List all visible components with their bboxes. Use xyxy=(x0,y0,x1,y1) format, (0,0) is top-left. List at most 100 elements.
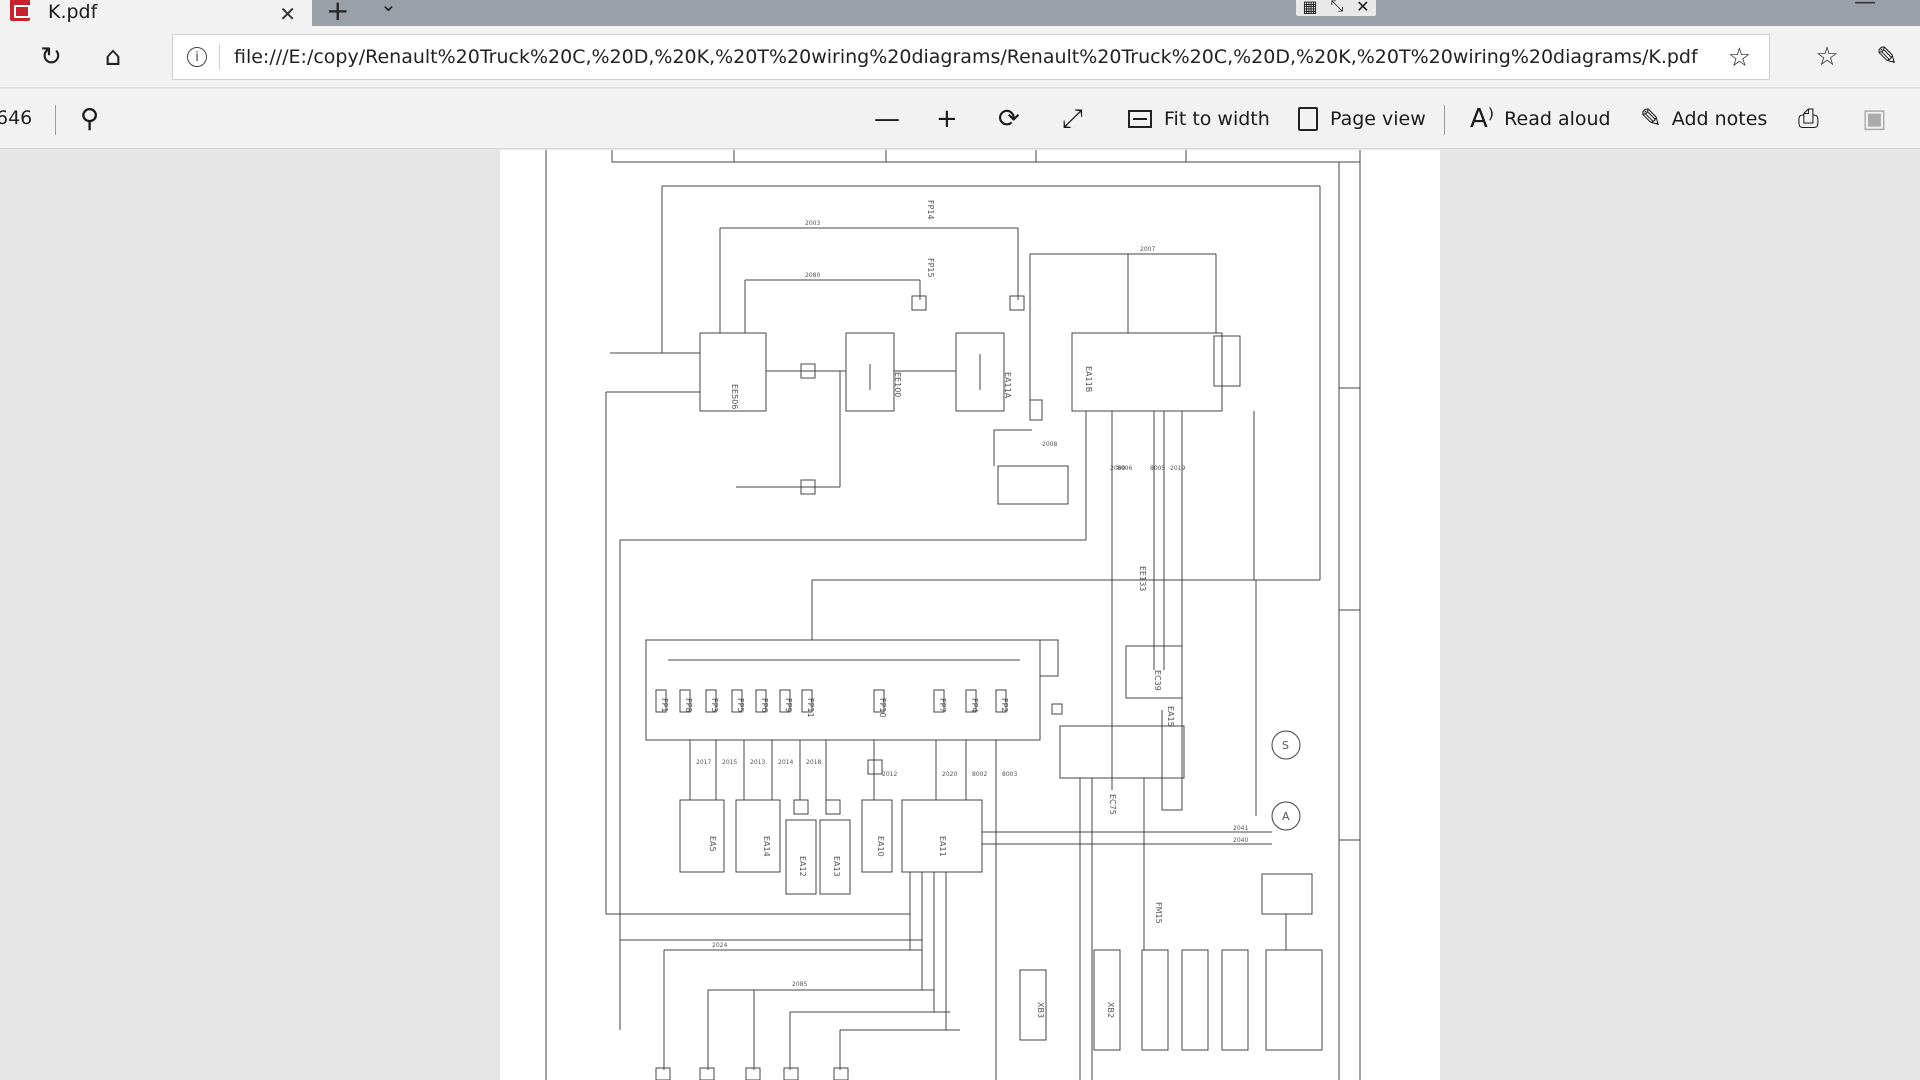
toolbar-divider xyxy=(1444,105,1445,135)
wire-label: 2007 xyxy=(1140,246,1155,253)
component-label: EA5 xyxy=(708,836,717,852)
chevron-down-icon[interactable]: ⌄ xyxy=(380,0,397,16)
fuse-label: FP4 xyxy=(970,698,979,713)
component-label: FM15 xyxy=(1154,902,1163,924)
wire-label: 2024 xyxy=(712,942,727,949)
grid-icon[interactable]: ▦ xyxy=(1302,0,1318,16)
fuse-label: FP3 xyxy=(710,698,719,713)
pen-icon: ✎ xyxy=(1640,104,1662,134)
fuse-label: FP6 xyxy=(760,698,769,713)
wire-label: 2041 xyxy=(1233,825,1248,832)
minimize-icon[interactable]: — xyxy=(1854,0,1876,15)
tab-title: K.pdf xyxy=(48,1,98,23)
wire-label: 8006 xyxy=(1117,465,1132,472)
page-view-icon xyxy=(1298,107,1318,131)
wiring-diagram: EE506EE100EA11AEA11BEE133EC39FM15EC75EA1… xyxy=(545,150,1361,1080)
read-aloud-button[interactable]: A⁾ Read aloud xyxy=(1470,101,1611,137)
motor-label: A xyxy=(1282,810,1290,823)
page-view-button[interactable]: Page view xyxy=(1298,101,1426,137)
component-label: XB2 xyxy=(1106,1002,1115,1018)
component-label: EA14 xyxy=(762,836,771,857)
full-screen-icon[interactable]: ⤢ xyxy=(1062,104,1083,134)
add-notes-button[interactable]: ✎ Add notes xyxy=(1640,101,1767,137)
address-bar[interactable]: i file:///E:/copy/Renault%20Truck%20C,%2… xyxy=(172,34,1770,80)
wire-label: 8005 xyxy=(1150,465,1165,472)
save-icon[interactable]: ▣ xyxy=(1862,104,1887,134)
read-aloud-icon: A⁾ xyxy=(1470,104,1495,134)
fit-to-width-label: Fit to width xyxy=(1164,108,1270,130)
wire-label: 2012 xyxy=(882,771,897,778)
new-tab-icon[interactable]: + xyxy=(326,0,350,26)
toolbar-divider xyxy=(55,105,56,135)
motor-label: S xyxy=(1282,739,1289,752)
fuse-label: FP9 xyxy=(784,698,793,713)
zoom-in-icon[interactable]: + xyxy=(936,104,958,134)
fuse-label: FP2 xyxy=(1000,698,1009,713)
fit-width-icon xyxy=(1128,110,1152,128)
home-icon[interactable]: ⌂ xyxy=(104,42,122,72)
component-label: EA11 xyxy=(938,836,947,857)
component-label: EA12 xyxy=(798,856,807,877)
wire-label: 2018 xyxy=(806,759,821,766)
wire-label: 2003 xyxy=(805,220,820,227)
wire-label: 2080 xyxy=(805,272,820,279)
wire-label: 2015 xyxy=(722,759,737,766)
favorite-star-icon[interactable]: ☆ xyxy=(1727,43,1751,73)
component-label: EA11B xyxy=(1084,366,1093,392)
pdf-toolbar: 646 ⚲ — + ⟳ ⤢ Fit to width Page view A⁾ … xyxy=(0,89,1920,149)
wire-label: 2019 xyxy=(1170,465,1185,472)
component-label: XB3 xyxy=(1036,1002,1045,1018)
page-view-label: Page view xyxy=(1330,108,1426,130)
refresh-icon[interactable]: ↻ xyxy=(40,42,62,72)
fuse-label: FP1 xyxy=(660,698,669,713)
read-aloud-label: Read aloud xyxy=(1504,108,1611,130)
pdf-file-icon xyxy=(10,0,30,21)
wire-label: 8002 xyxy=(972,771,987,778)
wire-label: 8003 xyxy=(1002,771,1017,778)
component-label: EA13 xyxy=(832,856,841,877)
tab-strip: K.pdf ✕ + ⌄ ▦ ⤡ ✕ — xyxy=(0,0,1920,26)
fuse-label: FP10 xyxy=(878,698,887,718)
wire-label: 2008 xyxy=(1042,441,1057,448)
component-label: EE133 xyxy=(1138,566,1147,591)
wire-label: 2009 xyxy=(1110,465,1125,472)
close-tab-icon[interactable]: ✕ xyxy=(279,2,296,26)
fuse-label: FP14 xyxy=(926,200,935,220)
wire-label: 2040 xyxy=(1233,837,1248,844)
address-divider xyxy=(219,44,220,70)
tab-preview-controls[interactable]: ▦ ⤡ ✕ xyxy=(1296,0,1376,16)
component-label: EA10 xyxy=(876,836,885,857)
rotate-icon[interactable]: ⟳ xyxy=(998,104,1020,134)
wire-label: 2085 xyxy=(792,981,807,988)
fuse-label: FP15 xyxy=(926,258,935,278)
close-icon[interactable]: ✕ xyxy=(1356,0,1370,16)
wire-label: 2017 xyxy=(696,759,711,766)
component-label: EE100 xyxy=(893,372,902,397)
component-label: EA15 xyxy=(1166,706,1175,727)
print-icon[interactable]: ⎙ xyxy=(1798,104,1819,134)
navigation-bar: ↻ ⌂ i file:///E:/copy/Renault%20Truck%20… xyxy=(0,26,1920,88)
component-label: EC39 xyxy=(1153,670,1162,691)
fuse-label: FP7 xyxy=(938,698,947,713)
wire-label: 2013 xyxy=(750,759,765,766)
tab-k-pdf[interactable]: K.pdf ✕ xyxy=(0,0,312,26)
fuse-label: FP5 xyxy=(736,698,745,713)
expand-icon[interactable]: ⤡ xyxy=(1330,0,1344,15)
zoom-out-icon[interactable]: — xyxy=(874,104,900,134)
component-label: EC75 xyxy=(1108,794,1117,815)
info-icon[interactable]: i xyxy=(187,47,207,67)
component-label: EE506 xyxy=(730,384,739,409)
wire-label: 2020 xyxy=(942,771,957,778)
fuse-label: FP11 xyxy=(806,698,815,718)
pen-icon[interactable]: ✎ xyxy=(1876,42,1898,72)
fit-to-width-button[interactable]: Fit to width xyxy=(1128,101,1270,137)
fuse-label: FP8 xyxy=(684,698,693,713)
url-text[interactable]: file:///E:/copy/Renault%20Truck%20C,%20D… xyxy=(234,46,1698,68)
favorites-icon[interactable]: ☆ xyxy=(1815,42,1839,72)
search-icon[interactable]: ⚲ xyxy=(80,104,100,134)
add-notes-label: Add notes xyxy=(1671,108,1768,130)
wire-label: 2014 xyxy=(778,759,793,766)
component-label: EA11A xyxy=(1003,372,1012,399)
